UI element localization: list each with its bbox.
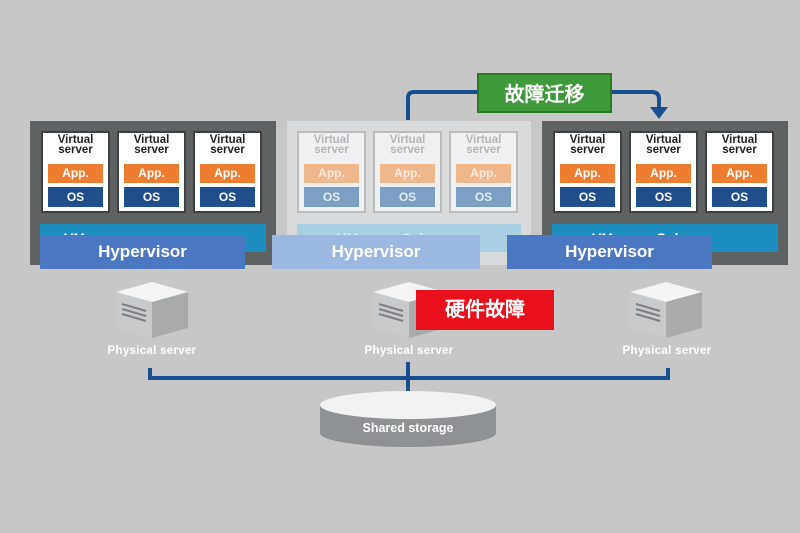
virtual-server-card: Virtual server App. OS xyxy=(41,131,110,213)
app-label: App. xyxy=(456,164,511,183)
virtual-server-card: Virtual server App. OS xyxy=(193,131,262,213)
os-label: OS xyxy=(124,187,179,207)
virtual-server-card: Virtual server App. OS xyxy=(373,131,442,213)
virtual-server-label: Virtual server xyxy=(645,134,682,156)
virtual-server-label: Virtual server xyxy=(721,134,758,156)
hypervisor-bar: Hypervisor xyxy=(507,235,712,269)
app-label: App. xyxy=(124,164,179,183)
os-label: OS xyxy=(48,187,103,207)
virtual-server-label: Virtual server xyxy=(133,134,170,156)
virtual-server-label: Virtual server xyxy=(389,134,426,156)
app-label: App. xyxy=(712,164,767,183)
app-label: App. xyxy=(304,164,359,183)
os-label: OS xyxy=(456,187,511,207)
app-label: App. xyxy=(200,164,255,183)
os-label: OS xyxy=(636,187,691,207)
virtual-server-label: Virtual server xyxy=(57,134,94,156)
virtual-server-label: Virtual server xyxy=(569,134,606,156)
app-label: App. xyxy=(636,164,691,183)
physical-server-label: Physical server xyxy=(364,345,454,357)
app-label: App. xyxy=(560,164,615,183)
physical-server-label: Physical server xyxy=(622,345,712,357)
os-label: OS xyxy=(380,187,435,207)
os-label: OS xyxy=(560,187,615,207)
virtual-server-card: Virtual server App. OS xyxy=(705,131,774,213)
virtual-server-label: Virtual server xyxy=(209,134,246,156)
virtual-server-label: Virtual server xyxy=(313,134,350,156)
virtual-server-card: Virtual server App. OS xyxy=(297,131,366,213)
app-label: App. xyxy=(48,164,103,183)
migration-badge: 故障迁移 xyxy=(477,73,612,113)
virtual-server-card: Virtual server App. OS xyxy=(553,131,622,213)
hardware-fault-badge: 硬件故障 xyxy=(416,290,554,330)
virtual-server-label: Virtual server xyxy=(465,134,502,156)
os-label: OS xyxy=(304,187,359,207)
shared-storage-label: Shared storage xyxy=(362,421,454,435)
virtual-server-card: Virtual server App. OS xyxy=(449,131,518,213)
hypervisor-bar: Hypervisor xyxy=(40,235,245,269)
hypervisor-bar: Hypervisor xyxy=(272,235,480,269)
os-label: OS xyxy=(712,187,767,207)
server-icon xyxy=(630,282,702,338)
virtual-server-card: Virtual server App. OS xyxy=(117,131,186,213)
virtual-server-card: Virtual server App. OS xyxy=(629,131,698,213)
storage-cylinder-icon xyxy=(320,391,496,447)
server-icon xyxy=(116,282,188,338)
physical-server-label: Physical server xyxy=(107,345,197,357)
app-label: App. xyxy=(380,164,435,183)
os-label: OS xyxy=(200,187,255,207)
